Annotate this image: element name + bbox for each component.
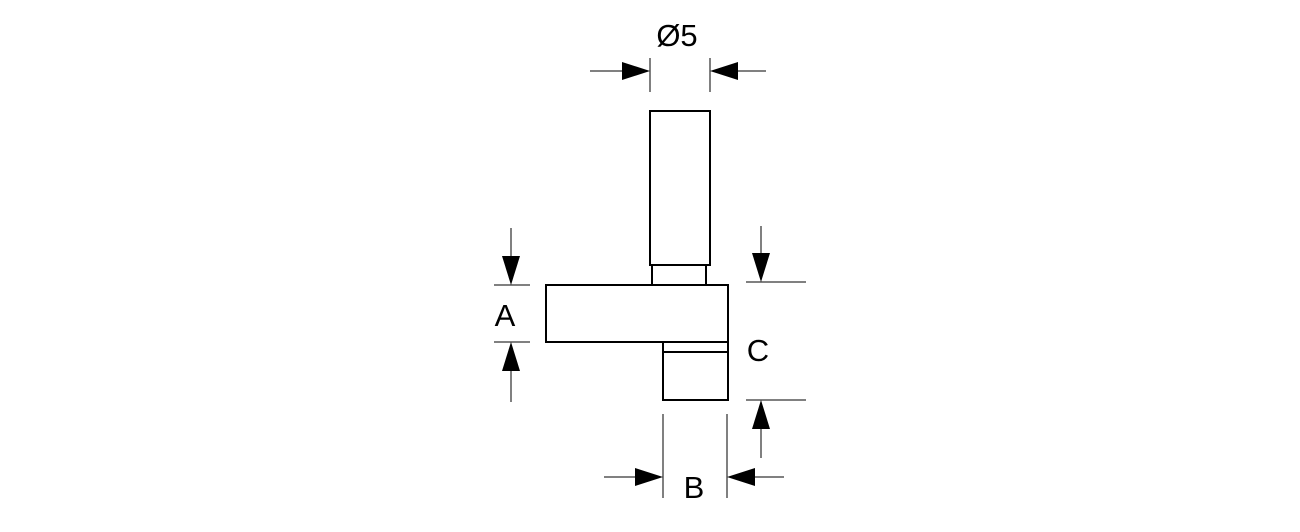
diameter-dimension: Ø5	[590, 18, 766, 92]
dimension-b: B	[604, 414, 784, 505]
diameter-label: Ø5	[656, 18, 697, 53]
dimension-c: C	[746, 226, 806, 458]
bearing-ring	[662, 341, 729, 353]
c-label: C	[747, 333, 769, 368]
cutter-head	[545, 284, 729, 343]
shank	[649, 110, 711, 266]
dimension-a: A	[494, 228, 530, 402]
a-label: A	[495, 298, 516, 333]
b-label: B	[684, 470, 705, 505]
shank-collar	[651, 264, 707, 286]
bearing	[662, 351, 729, 401]
